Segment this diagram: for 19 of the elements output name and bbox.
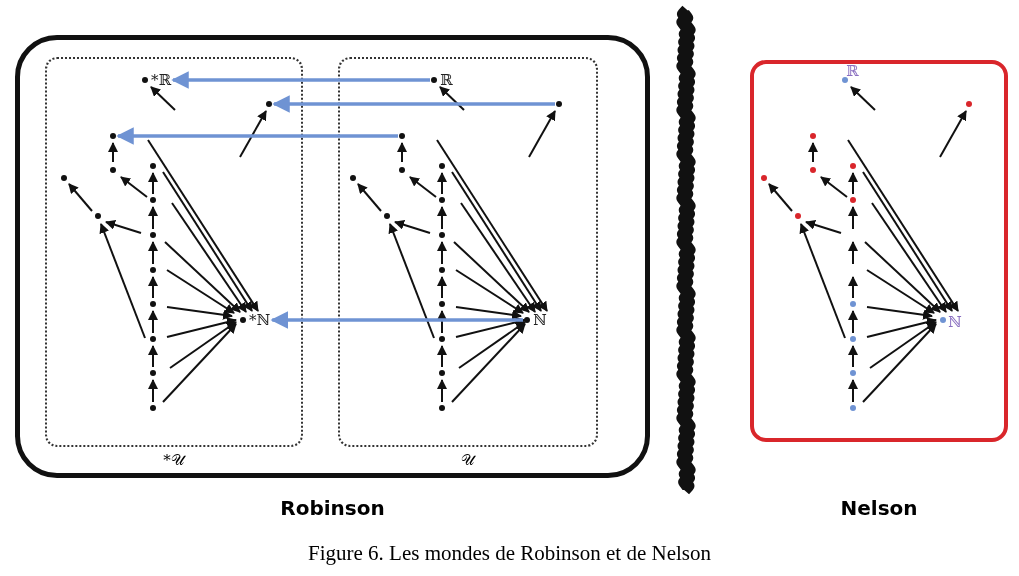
point-label: ℝ	[440, 71, 453, 89]
point-dot	[399, 133, 405, 139]
figure-caption: Figure 6. Les mondes de Robinson et de Nelson	[308, 541, 711, 566]
point-label: ℕ	[533, 311, 547, 329]
point-label: *ℝ	[151, 71, 171, 89]
arrow	[272, 95, 555, 113]
universe-label: 𝒰	[461, 451, 475, 469]
set-label: ℝ	[846, 62, 859, 80]
world-title: Nelson	[840, 496, 918, 520]
point-dot	[110, 133, 116, 139]
universe-label: *𝒰	[163, 451, 185, 469]
point-dot	[266, 101, 272, 107]
point-label: *ℕ	[249, 311, 271, 329]
arrow	[270, 311, 523, 329]
arrow	[171, 71, 430, 89]
point-dot	[556, 101, 562, 107]
set-label: ℕ	[948, 313, 962, 331]
arrow	[116, 127, 398, 145]
world-title: Robinson	[280, 496, 385, 520]
